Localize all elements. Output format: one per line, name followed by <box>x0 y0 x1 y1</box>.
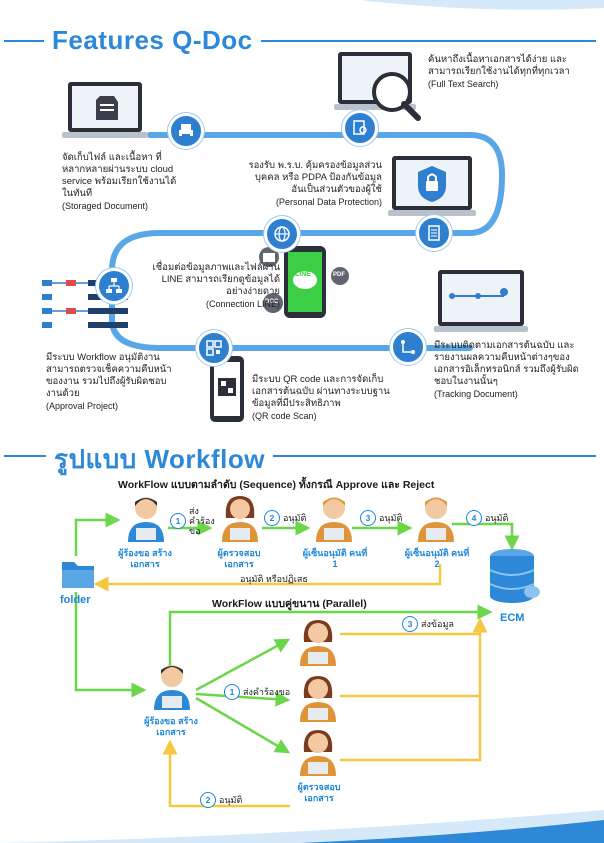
scroll-icon <box>416 215 452 251</box>
par-reviewer-1-avatar <box>300 620 336 666</box>
return-label: อนุมัติ หรือปฏิเสธ <box>240 574 308 584</box>
top-wave-decoration <box>360 0 604 10</box>
print-icon <box>168 113 204 149</box>
line-phone-illustration <box>284 246 326 318</box>
folder-label: folder <box>60 594 91 606</box>
requester-avatar <box>128 497 164 542</box>
globe-icon <box>264 216 300 252</box>
pdf-bubble-icon <box>331 267 349 285</box>
laptop-pdpa-illustration <box>388 156 476 216</box>
feature-pdpa: รองรับ พ.ร.บ. คุ้มครองข้อมูลส่วนบุคคล หร… <box>248 160 382 207</box>
features-heading: Features Q-Doc <box>44 25 261 56</box>
signer-2-avatar <box>418 497 454 542</box>
qr-phone-illustration <box>210 356 244 422</box>
parallel-title: WorkFlow แบบคู่ขนาน (Parallel) <box>212 598 367 610</box>
signer-1-avatar <box>316 497 352 542</box>
qr-icon <box>196 330 232 366</box>
par-reviewer-3-avatar <box>300 730 336 776</box>
feature-connection-line: เชื่อมต่อข้อมูลภาพและไฟล์ผ่าน LINE สามาร… <box>152 262 280 309</box>
features-divider <box>4 40 596 42</box>
feature-approval-project: มีระบบ Workflow อนุมัติงาน สามารถตรวจเช็… <box>46 352 172 411</box>
doc-bubble-label: DOC <box>265 299 279 305</box>
line-label: LINE <box>295 271 311 278</box>
seq-reviewer-label: ผู้ตรวจสอบ เอกสาร <box>217 548 261 569</box>
ecm-database-icon <box>489 549 540 603</box>
workflow-heading: รูปแบบ Workflow <box>46 439 273 480</box>
feature-storaged-document: จัดเก็บไฟล์ และเนื้อหา ที่หลากหลายผ่านระ… <box>62 152 177 211</box>
route-icon <box>390 329 426 365</box>
feature-tracking-document: มีระบบติดตามเอกสารต้นฉบับ และรายงานผลควา… <box>434 340 579 399</box>
laptop-storage-illustration <box>62 82 148 138</box>
doc-search-icon <box>342 110 378 146</box>
seq-signer-2-label: ผู้เซ็นอนุมัติ คนที่ 2 <box>404 548 470 569</box>
feature-full-text-search: ค้นหาถึงเนื้อหาเอกสารได้ง่าย และสามารถเร… <box>428 54 570 89</box>
laptop-tracking-illustration <box>434 270 528 332</box>
par-reviewer-2-avatar <box>300 676 336 722</box>
bottom-wave-decoration <box>0 810 604 843</box>
seq-signer-1-label: ผู้เซ็นอนุมัติ คนที่ 1 <box>302 548 368 569</box>
par-requester-label: ผู้ร้องขอ สร้างเอกสาร <box>144 716 198 737</box>
seq-requester-label: ผู้ร้องขอ สร้างเอกสาร <box>118 548 172 569</box>
workflow-divider <box>4 455 596 457</box>
par-reviewers-label: ผู้ตรวจสอบ เอกสาร <box>297 782 341 803</box>
sequence-title: WorkFlow แบบตามลำดับ (Sequence) ทั้งกรณี… <box>118 479 435 491</box>
reviewer-avatar <box>222 496 258 542</box>
feature-qr-code-scan: มีระบบ QR code และการจัดเก็บเอกสารต้นฉบั… <box>252 374 390 421</box>
laptop-search-illustration <box>334 52 421 121</box>
ecm-label: ECM <box>500 612 525 624</box>
pdf-bubble-label: PDF <box>333 272 345 278</box>
folder-icon <box>62 562 94 588</box>
doc-bubble-icon <box>263 293 283 313</box>
par-requester-avatar <box>154 665 190 710</box>
image-bubble-icon <box>259 247 279 267</box>
flowchart-icon <box>96 268 132 304</box>
